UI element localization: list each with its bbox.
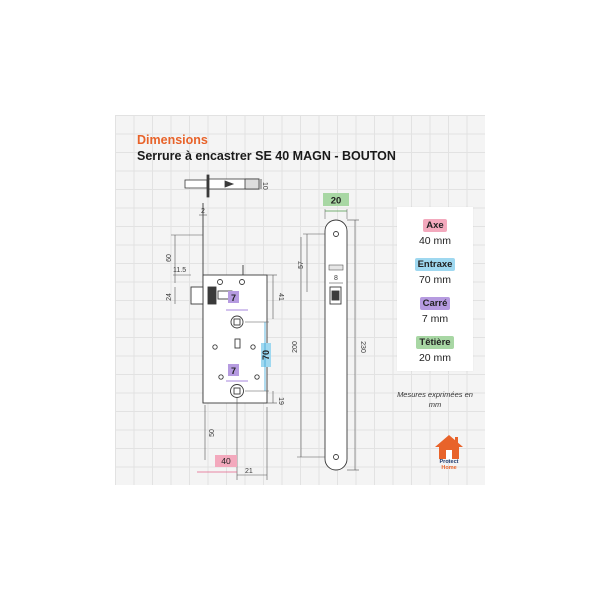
dim-10-label: 10 — [261, 182, 268, 190]
dim-2-label: 2 — [201, 208, 205, 215]
screw-mid-left — [212, 344, 218, 350]
legend-value-carre: 7 mm — [421, 312, 449, 325]
slot-mid — [234, 338, 241, 349]
dim-41-label: 41 — [277, 293, 284, 301]
top-view-bolt — [184, 179, 208, 189]
legend-value-tetiere: 20 mm — [418, 351, 452, 364]
body-dim-labels: 2 60 11.5 24 41 19 50 21 — [166, 208, 284, 475]
dim-21-label: 21 — [245, 468, 253, 475]
latch-bolt — [190, 286, 204, 305]
faceplate-latch — [331, 290, 340, 301]
dim-24-label: 24 — [166, 293, 173, 301]
product-title: Serrure à encastrer SE 40 MAGN - BOUTON — [137, 149, 396, 163]
dimensions-title: Dimensions — [137, 133, 208, 147]
legend-panel: Axe 40 mm Entraxe 70 mm Carré 7 mm Têtiè… — [397, 207, 473, 371]
legend-item-tetiere: Têtière 20 mm — [416, 332, 454, 364]
legend-tag-axe: Axe — [423, 218, 447, 232]
carre-top-bg — [228, 291, 239, 303]
dimension-lines-body — [171, 214, 277, 480]
follower-square-top — [233, 318, 241, 326]
dim-230-label: 230 — [359, 341, 366, 353]
dim-57-label: 57 — [298, 261, 305, 269]
legend-tag-carre: Carré — [419, 296, 451, 310]
logo-word-home: Home — [441, 465, 457, 471]
latch-block — [207, 286, 217, 305]
heading: Dimensions Serrure à encastrer SE 40 MAG… — [137, 133, 396, 163]
dim-50-label: 50 — [209, 429, 216, 437]
legend-tag-entraxe: Entraxe — [414, 257, 456, 271]
screw-top-left — [217, 279, 223, 285]
tetiere-dim — [323, 193, 349, 219]
dimension-sheet: Dimensions Serrure à encastrer SE 40 MAG… — [115, 115, 485, 485]
logo-word-protect: Protect — [439, 459, 459, 465]
screw-mid-right — [250, 344, 256, 350]
dim-60-label: 60 — [166, 254, 173, 262]
legend-tag-tetiere: Têtière — [416, 335, 454, 349]
dim-70-label: 70 — [261, 350, 271, 360]
dim-19-label: 19 — [277, 397, 284, 405]
brand-logo: Protect Home — [429, 433, 469, 473]
screw-bottom-right — [254, 374, 260, 380]
dim-7-top-label: 7 — [231, 293, 236, 303]
legend-item-axe: Axe 40 mm — [419, 215, 451, 247]
tetiere-bg — [323, 193, 349, 206]
faceplate — [324, 219, 348, 471]
top-view-latch — [224, 180, 235, 188]
units-note: Mesures exprimées en mm — [397, 390, 473, 409]
dim-40-label: 40 — [221, 456, 231, 466]
legend-item-entraxe: Entraxe 70 mm — [414, 254, 456, 286]
logo-wordmark: Protect Home — [427, 459, 471, 471]
carre-bottom-dim — [226, 364, 248, 382]
dim-200-label: 200 — [292, 341, 299, 353]
legend-value-axe: 40 mm — [418, 234, 452, 247]
carre-top-dim — [226, 291, 248, 311]
entraxe-bg — [261, 343, 271, 367]
faceplate-outline — [324, 219, 348, 471]
faceplate-screw-bottom — [333, 454, 339, 460]
technical-drawing: 10 — [166, 174, 366, 480]
dim-20-label: 20 — [331, 196, 342, 207]
axe-bg — [215, 455, 237, 467]
entraxe-dim — [245, 321, 271, 392]
dim-7-bottom-label: 7 — [231, 366, 236, 376]
faceplate-screw-top — [333, 231, 339, 237]
screw-bottom-left — [218, 374, 224, 380]
follower-square-bottom — [233, 387, 241, 395]
legend-value-entraxe: 70 mm — [418, 273, 452, 286]
faceplate-dim-labels: 57 8 200 230 — [292, 261, 366, 353]
legend-item-carre: Carré 7 mm — [419, 293, 451, 325]
top-view — [184, 174, 262, 198]
axe-dim — [197, 455, 237, 473]
dim-8-label: 8 — [334, 275, 338, 282]
dimension-lines-faceplate — [297, 219, 359, 471]
brand-mark — [328, 264, 344, 271]
carre-bottom-bg — [228, 364, 239, 376]
dim-11-5-label: 11.5 — [173, 267, 186, 274]
screw-top-right — [239, 279, 245, 285]
house-icon — [435, 435, 463, 459]
top-view-end — [244, 178, 260, 190]
